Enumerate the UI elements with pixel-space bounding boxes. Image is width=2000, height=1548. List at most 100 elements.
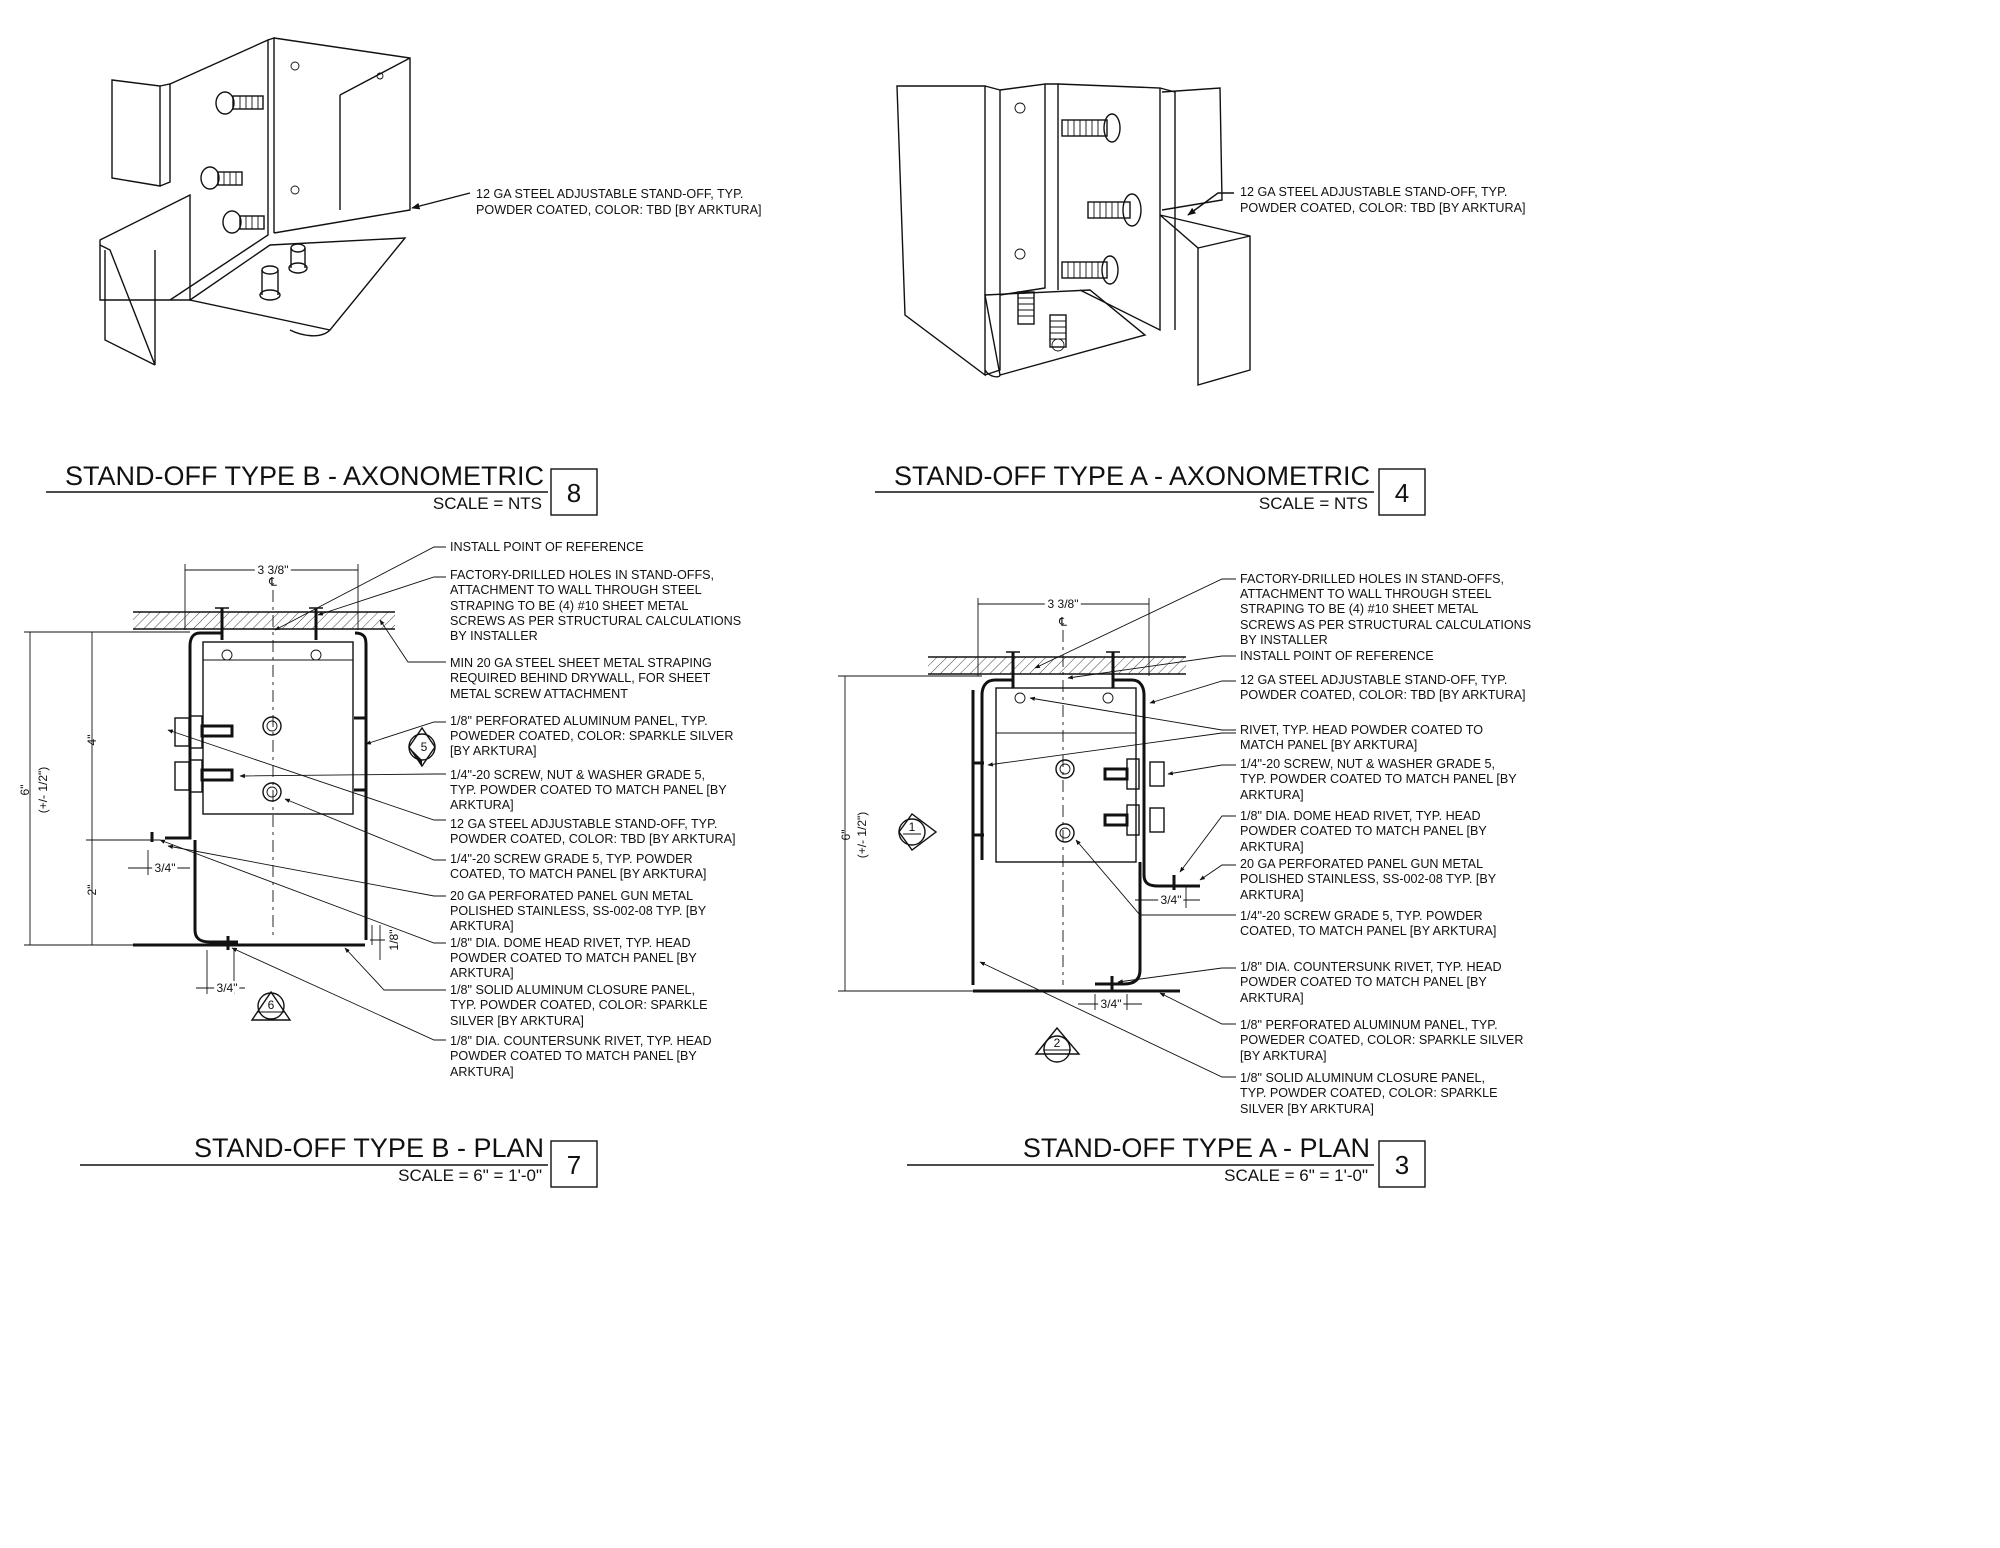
panel-screw-lower <box>1055 823 1075 843</box>
note-line: 12 GA STEEL ADJUSTABLE STAND-OFF, TYP. <box>1240 673 1507 687</box>
standoff-right <box>1113 678 1200 888</box>
dim-lower: 2" <box>85 885 99 896</box>
dim-ext-flange-bottom <box>206 950 235 994</box>
leader <box>284 798 446 861</box>
screw-upper <box>1061 113 1121 143</box>
note-line: ARKTURA] <box>1240 888 1304 902</box>
screw-lower <box>222 210 265 234</box>
note-line: 1/8" PERFORATED ALUMINUM PANEL, TYP. <box>450 714 708 728</box>
plan-b-note: 12 GA STEEL ADJUSTABLE STAND-OFF, TYP. P… <box>450 817 736 846</box>
leader <box>1117 967 1236 984</box>
standoff-b-axo-drawing <box>99 37 411 366</box>
note-line: ARKTURA] <box>450 919 514 933</box>
panel-screw-upper <box>262 716 282 736</box>
plan-b-note: 1/8" SOLID ALUMINUM CLOSURE PANEL, TYP. … <box>450 983 711 1028</box>
perforated-panel <box>202 641 354 815</box>
detail-3-plan: ℄ 3 3/8" 6" (+/- 1/2") 3/4" 3/4" 1 2 <box>838 572 1535 1188</box>
plan-a-note: 1/4"-20 SCREW, NUT & WASHER GRADE 5, TYP… <box>1240 757 1520 802</box>
leader <box>1167 764 1236 776</box>
screw-lower <box>1061 255 1119 285</box>
note-line: 1/4"-20 SCREW GRADE 5, TYP. POWDER <box>1240 909 1483 923</box>
note-line: COATED, TO MATCH PANEL [BY ARKTURA] <box>450 867 706 881</box>
note-line: TYP. POWDER COATED TO MATCH PANEL [BY <box>1240 772 1517 786</box>
panel-screw-upper-inner <box>1059 763 1071 775</box>
detail-3-notes: FACTORY-DRILLED HOLES IN STAND-OFFS, ATT… <box>1240 572 1535 1116</box>
tag-number: 6 <box>268 998 275 1012</box>
dim-tolerance: (+/- 1/2") <box>36 767 50 814</box>
dim-upper: 4" <box>85 735 99 746</box>
note-line: SCREWS AS PER STRUCTURAL CALCULATIONS <box>1240 618 1531 632</box>
detail-number-box <box>1378 468 1426 516</box>
detail-number: 8 <box>567 478 581 508</box>
drawing-sheet: 12 GA STEEL ADJUSTABLE STAND-OFF, TYP. P… <box>18 37 1535 1188</box>
leg-rivets <box>973 761 984 837</box>
section-tag-6: 6 <box>250 990 292 1021</box>
plan-a-note: 1/8" DIA. COUNTERSUNK RIVET, TYP. HEAD P… <box>1240 960 1505 1005</box>
section-tag-5: 5 <box>408 726 436 768</box>
centerline-symbol: ℄ <box>1058 615 1067 629</box>
plan-b-note: 1/4"-20 SCREW GRADE 5, TYP. POWDER COATE… <box>450 852 706 881</box>
dim-tolerance: (+/- 1/2") <box>855 812 869 859</box>
note-line: POWDER COATED, COLOR: TBD [BY ARKTURA] <box>450 832 736 846</box>
note-line: INSTALL POINT OF REFERENCE <box>450 540 644 554</box>
note-line: 1/4"-20 SCREW, NUT & WASHER GRADE 5, <box>1240 757 1495 771</box>
detail-8-axonometric: 12 GA STEEL ADJUSTABLE STAND-OFF, TYP. P… <box>46 37 762 516</box>
dim-flange-side: 3/4" <box>155 861 176 875</box>
note-line: STRAPING TO BE (4) #10 SHEET METAL <box>450 599 688 613</box>
detail-title: STAND-OFF TYPE B - PLAN <box>194 1133 544 1163</box>
note-line: POWDER COATED, COLOR: TBD [BY ARKTURA] <box>1240 201 1526 215</box>
plan-a-note: 20 GA PERFORATED PANEL GUN METAL POLISHE… <box>1240 857 1499 902</box>
dim-ext-width <box>977 598 1150 676</box>
dim-width: 3 3/8" <box>1048 597 1079 611</box>
rivet-left <box>221 649 233 661</box>
plan-b-note: 1/8" DIA. COUNTERSUNK RIVET, TYP. HEAD P… <box>450 1034 715 1079</box>
note-line: ARKTURA] <box>450 1065 514 1079</box>
plan-a-note: 1/8" DIA. DOME HEAD RIVET, TYP. HEAD POW… <box>1240 809 1490 854</box>
note-line: POLISHED STAINLESS, SS-002-08 TYP. [BY <box>450 904 707 918</box>
leader <box>167 729 446 821</box>
detail-scale: SCALE = NTS <box>433 494 542 513</box>
note-line: 1/8" DIA. COUNTERSUNK RIVET, TYP. HEAD <box>450 1034 712 1048</box>
leader <box>1149 680 1236 704</box>
standoff-upper-left <box>165 631 222 840</box>
perforated-panel <box>995 687 1137 863</box>
leader <box>1179 815 1236 873</box>
dim-flange-bottom: 3/4" <box>217 981 238 995</box>
side-bolt-lower <box>1103 804 1165 836</box>
note-line: MATCH PANEL [BY ARKTURA] <box>1240 738 1417 752</box>
detail-scale: SCALE = 6" = 1'-0" <box>398 1166 542 1185</box>
plan-a-note: FACTORY-DRILLED HOLES IN STAND-OFFS, ATT… <box>1240 572 1535 647</box>
leader <box>379 619 446 663</box>
note-line: MIN 20 GA STEEL SHEET METAL STRAPING <box>450 656 712 670</box>
plan-a-note: 1/8" SOLID ALUMINUM CLOSURE PANEL, TYP. … <box>1240 1071 1501 1116</box>
leader <box>167 844 446 897</box>
leader <box>1199 864 1236 881</box>
note-line: FACTORY-DRILLED HOLES IN STAND-OFFS, <box>450 568 714 582</box>
plan-a-note: INSTALL POINT OF REFERENCE <box>1240 649 1434 663</box>
note-line: 20 GA PERFORATED PANEL GUN METAL <box>450 889 693 903</box>
bottom-bolts <box>259 243 308 301</box>
note-line: RIVET, TYP. HEAD POWDER COATED TO <box>1240 723 1483 737</box>
note-line: COATED, TO MATCH PANEL [BY ARKTURA] <box>1240 924 1496 938</box>
wall-hatch <box>133 612 395 629</box>
plan-b-note: 1/4"-20 SCREW, NUT & WASHER GRADE 5, TYP… <box>450 768 730 812</box>
wall-hatch <box>928 657 1186 674</box>
note-line: 1/8" PERFORATED ALUMINUM PANEL, TYP. <box>1240 1018 1498 1032</box>
detail-scale: SCALE = NTS <box>1259 494 1368 513</box>
detail-4-axonometric: 12 GA STEEL ADJUSTABLE STAND-OFF, TYP. P… <box>875 83 1526 516</box>
tag-number: 5 <box>421 740 428 754</box>
tag-number: 1 <box>909 820 916 834</box>
note-line: TYP. POWDER COATED, COLOR: SPARKLE <box>1240 1086 1498 1100</box>
note-line: POWDER COATED, COLOR: TBD [BY ARKTURA] <box>1240 688 1526 702</box>
axo-b-leader <box>411 192 471 210</box>
leader <box>987 732 1236 767</box>
leader <box>317 576 446 616</box>
dim-flange-bottom: 3/4" <box>1101 997 1122 1011</box>
note-line: ATTACHMENT TO WALL THROUGH STEEL <box>1240 587 1492 601</box>
section-tag-1: 1 <box>898 813 938 851</box>
note-line: POWEDER COATED, COLOR: SPARKLE SILVER <box>1240 1033 1523 1047</box>
note-line: POWEDER COATED, COLOR: SPARKLE SILVER <box>450 729 733 743</box>
note-line: FACTORY-DRILLED HOLES IN STAND-OFFS, <box>1240 572 1504 586</box>
note-line: TYP. POWDER COATED TO MATCH PANEL [BY <box>450 783 727 797</box>
leader <box>274 546 446 631</box>
